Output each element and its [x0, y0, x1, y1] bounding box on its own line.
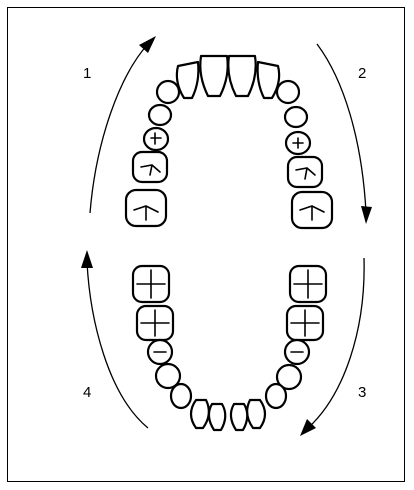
- tooth: [177, 62, 199, 98]
- arrowhead-icon: [81, 250, 93, 268]
- arrowhead-icon: [139, 36, 156, 53]
- arrow-1-path: [90, 44, 148, 213]
- arrowhead-icon: [361, 206, 372, 224]
- tooth: [133, 152, 167, 182]
- quadrant-3-label: 3: [358, 385, 366, 400]
- tooth: [277, 81, 299, 103]
- tooth: [266, 384, 286, 408]
- tooth: [228, 56, 255, 96]
- tooth: [191, 400, 209, 428]
- tooth: [231, 404, 247, 430]
- quadrant-2-label: 2: [358, 66, 366, 81]
- tooth: [247, 400, 265, 428]
- tooth: [171, 384, 191, 408]
- quadrant-1-label: 1: [83, 66, 91, 81]
- upper-arch: [126, 56, 332, 228]
- tooth: [288, 157, 322, 187]
- tooth: [285, 107, 307, 127]
- tooth: [200, 56, 227, 96]
- lower-arch: [133, 266, 326, 430]
- tooth: [209, 404, 225, 430]
- tooth: [144, 128, 168, 150]
- tooth: [149, 105, 171, 125]
- quadrant-4-label: 4: [83, 385, 91, 400]
- tooth: [258, 62, 280, 98]
- tooth: [157, 81, 179, 103]
- arrowhead-icon: [300, 419, 316, 436]
- sequence-arrows: [81, 36, 372, 436]
